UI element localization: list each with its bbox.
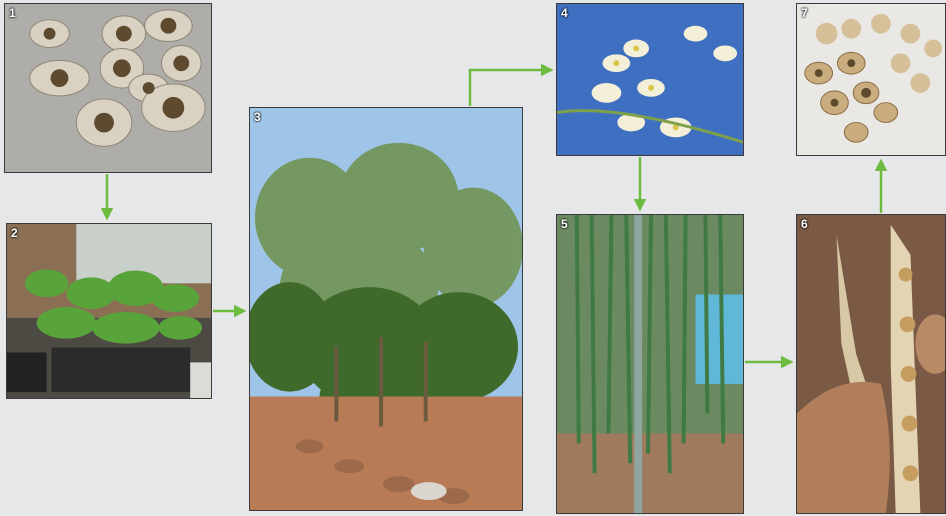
panel-number: 3 [254,110,261,124]
kernels-photo [797,4,945,155]
seedlings-photo [7,224,211,398]
arrow-3-to-4 [470,70,551,106]
panel-number: 2 [11,226,18,240]
panel-5-pods: 5 [556,214,744,514]
panel-2-seedlings: 2 [6,223,212,399]
panel-number: 4 [561,6,568,20]
seeds-photo [5,4,211,172]
panel-7-kernels: 7 [796,3,946,156]
flowers-photo [557,4,743,155]
open-pod-photo [797,215,945,513]
panel-number: 6 [801,217,808,231]
panel-6-open-pod: 6 [796,214,946,514]
panel-1-seeds: 1 [4,3,212,173]
panel-4-flowers: 4 [556,3,744,156]
panel-3-tree: 3 [249,107,523,511]
panel-number: 7 [801,6,808,20]
panel-number: 5 [561,217,568,231]
panel-number: 1 [9,6,16,20]
pods-photo [557,215,743,513]
tree-photo [250,108,522,510]
